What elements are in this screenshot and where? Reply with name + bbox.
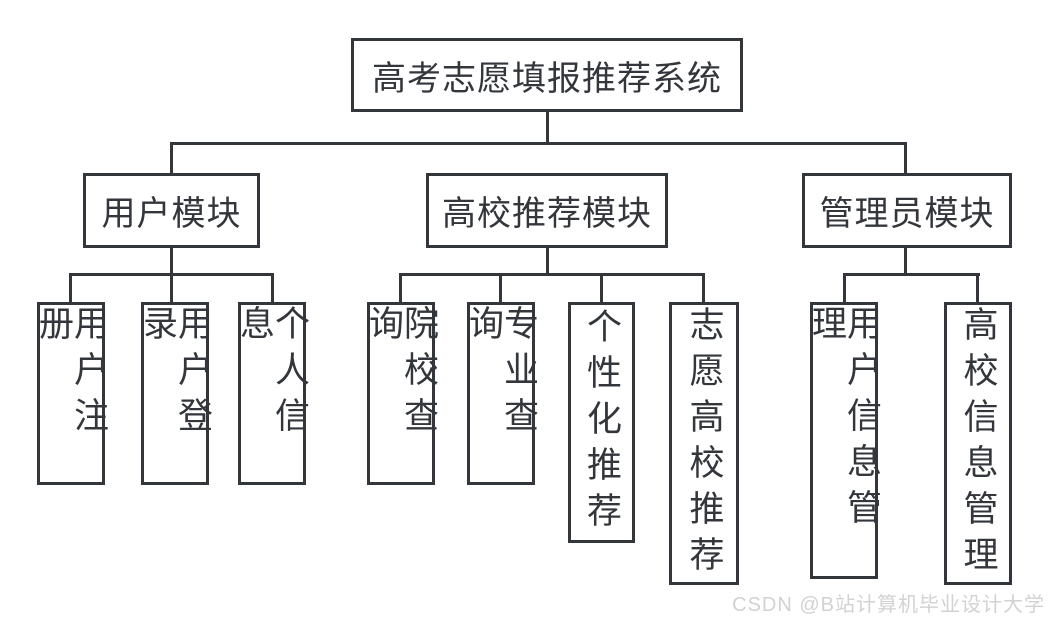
node-admin-module: 管理员模块 (802, 173, 1012, 248)
node-user-info-management-label: 用户信息管理 (807, 305, 881, 535)
node-volunteer-college-recommend-label: 志愿高校推荐 (684, 305, 724, 582)
node-personalized-recommend-label: 个性化推荐 (582, 307, 621, 538)
node-college-info-management-label: 高校信息管理 (958, 305, 998, 582)
connector-drop-college-info-management (976, 273, 979, 302)
node-volunteer-college-recommend: 志愿高校推荐 (669, 302, 739, 585)
connector-drop-user-module (170, 142, 173, 173)
connector-root-stem (546, 112, 549, 145)
node-major-query-label: 专业查询 (464, 305, 538, 443)
node-personal-info: 个人信息 (235, 302, 309, 485)
node-college-query: 院校查询 (364, 302, 438, 485)
connector-admin-module-stem (904, 248, 907, 276)
watermark: CSDN @B站计算机毕业设计大学 (732, 594, 1045, 616)
node-user-module-label: 用户模块 (101, 195, 242, 233)
node-personal-info-label: 个人信息 (235, 305, 309, 443)
connector-drop-volunteer-college-recommend (702, 273, 705, 302)
connector-drop-personalized-recommend (600, 273, 603, 302)
node-user-module: 用户模块 (83, 173, 260, 248)
node-admin-module-label: 管理员模块 (819, 195, 995, 233)
node-user-login-label: 用户登录 (138, 305, 212, 443)
connector-admin-module-rail (843, 273, 980, 276)
connector-root-rail (170, 142, 907, 145)
connector-drop-user-info-management (843, 273, 846, 302)
node-college-query-label: 院校查询 (364, 305, 438, 443)
connector-drop-college-query (399, 273, 402, 302)
connector-drop-major-query (499, 273, 502, 302)
connector-recommend-module-stem (546, 248, 549, 276)
node-user-info-management: 用户信息管理 (807, 302, 881, 579)
node-college-info-management: 高校信息管理 (944, 302, 1012, 585)
node-user-login: 用户登录 (138, 302, 212, 485)
node-root-label: 高考志愿填报推荐系统 (372, 59, 722, 98)
connector-drop-user-register (69, 273, 72, 302)
node-user-register-label: 用户注册 (34, 305, 108, 443)
connector-drop-admin-module (904, 142, 907, 173)
node-user-register: 用户注册 (34, 302, 108, 485)
connector-drop-personal-info (271, 273, 274, 302)
node-root: 高考志愿填报推荐系统 (351, 38, 743, 112)
node-major-query: 专业查询 (464, 302, 538, 485)
node-recommend-module: 高校推荐模块 (426, 173, 668, 248)
connector-recommend-module-rail (399, 273, 705, 276)
node-personalized-recommend: 个性化推荐 (568, 302, 635, 543)
connector-user-module-rail (69, 273, 274, 276)
node-recommend-module-label: 高校推荐模块 (442, 195, 652, 233)
